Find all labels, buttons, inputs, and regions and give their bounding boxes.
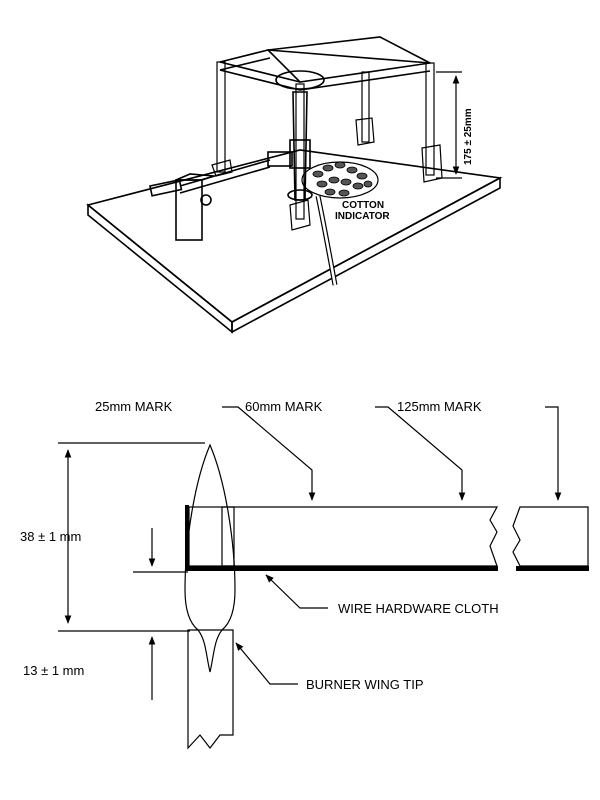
stand-frame: [211, 36, 443, 231]
wire-cloth-leader: [265, 574, 328, 609]
dimension-38mm-label: 38 ± 1 mm: [20, 529, 81, 544]
burner-wing-tip: [187, 629, 234, 750]
cotton-indicator-label-line1: COTTON: [342, 200, 384, 211]
burner-leader: [235, 642, 298, 685]
mark-leaders: [222, 406, 562, 501]
burner-wing-tip-label: BURNER WING TIP: [306, 677, 424, 692]
section-diagram: 38 ± 1 mm 13 ± 1 mm 25mm MARK 60mm MARK …: [20, 399, 589, 750]
cotton-indicator-pile: [301, 161, 379, 199]
apparatus-illustration: COTTON INDICATOR 175 ± 25mm: [86, 36, 503, 334]
burner-assembly: [267, 91, 338, 286]
height-dimension-line: [436, 71, 462, 179]
valve-control: [149, 159, 271, 241]
wire-hardware-cloth-label: WIRE HARDWARE CLOTH: [338, 601, 499, 616]
flame: [184, 443, 236, 673]
dimension-13mm-label: 13 ± 1 mm: [23, 663, 84, 678]
wire-hardware-cloth: [185, 566, 498, 571]
mark-25mm-label: 25mm MARK: [95, 399, 173, 414]
dimension-38mm-lines: [58, 442, 205, 700]
mark-60mm-label: 60mm MARK: [245, 399, 323, 414]
height-dimension-label: 175 ± 25mm: [463, 108, 474, 165]
mark-125mm-label: 125mm MARK: [397, 399, 482, 414]
specimen-strip: [221, 506, 499, 567]
specimen-strip-end: [512, 506, 589, 567]
cotton-indicator-label-line2: INDICATOR: [335, 211, 390, 222]
